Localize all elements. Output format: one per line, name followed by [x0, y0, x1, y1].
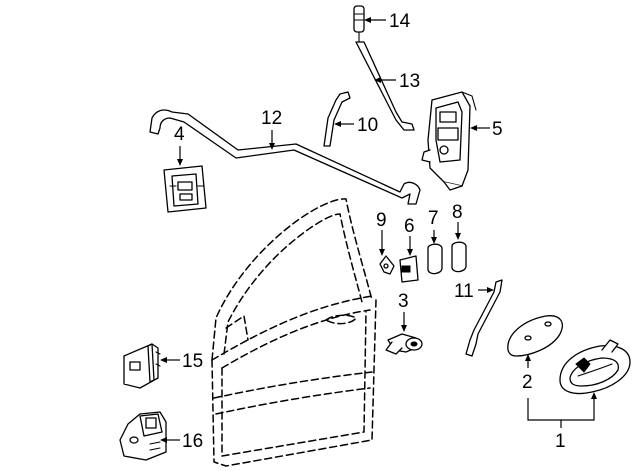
- callout-14: 14: [389, 11, 411, 32]
- callout-3: 3: [398, 291, 409, 312]
- callout-9: 9: [376, 210, 387, 231]
- callout-12: 12: [261, 108, 282, 129]
- callout-16: 16: [182, 431, 203, 452]
- part-10-release-rod: [323, 91, 351, 147]
- callout-15: 15: [182, 351, 203, 372]
- callout-labels: 14 13 10 12 4 5 9 6 7 8 3 11 2 1 15 16: [174, 11, 566, 452]
- callout-13: 13: [399, 71, 420, 92]
- callout-2: 2: [522, 372, 533, 393]
- callout-1: 1: [555, 431, 566, 452]
- callout-7: 7: [428, 208, 439, 229]
- callout-8: 8: [452, 202, 463, 223]
- callout-4: 4: [174, 124, 185, 145]
- part-2-handle-gasket: [507, 315, 563, 357]
- part-16-lower-hinge: [119, 411, 167, 461]
- callout-10: 10: [357, 115, 378, 136]
- part-9-clip: [379, 255, 395, 275]
- part-15-upper-hinge: [123, 343, 161, 389]
- front-door-outline: [211, 198, 377, 467]
- callout-6: 6: [404, 216, 415, 237]
- leader-lines: [160, 17, 597, 443]
- part-12-handle-rod: [149, 109, 421, 205]
- part-5-door-latch: [421, 91, 477, 191]
- part-8-pad: [451, 241, 467, 273]
- part-7-pad: [427, 243, 443, 275]
- part-1-outside-handle: [559, 339, 631, 395]
- part-14-lock-rod-button: [353, 5, 365, 43]
- part-6-bracket: [399, 255, 419, 283]
- part-11-rod: [465, 279, 503, 357]
- callout-11: 11: [454, 281, 474, 302]
- part-13-lock-rod: [355, 41, 415, 131]
- part-4-inside-handle: [163, 165, 207, 213]
- callout-5: 5: [492, 119, 503, 140]
- part-3-lock-cylinder: [385, 333, 423, 355]
